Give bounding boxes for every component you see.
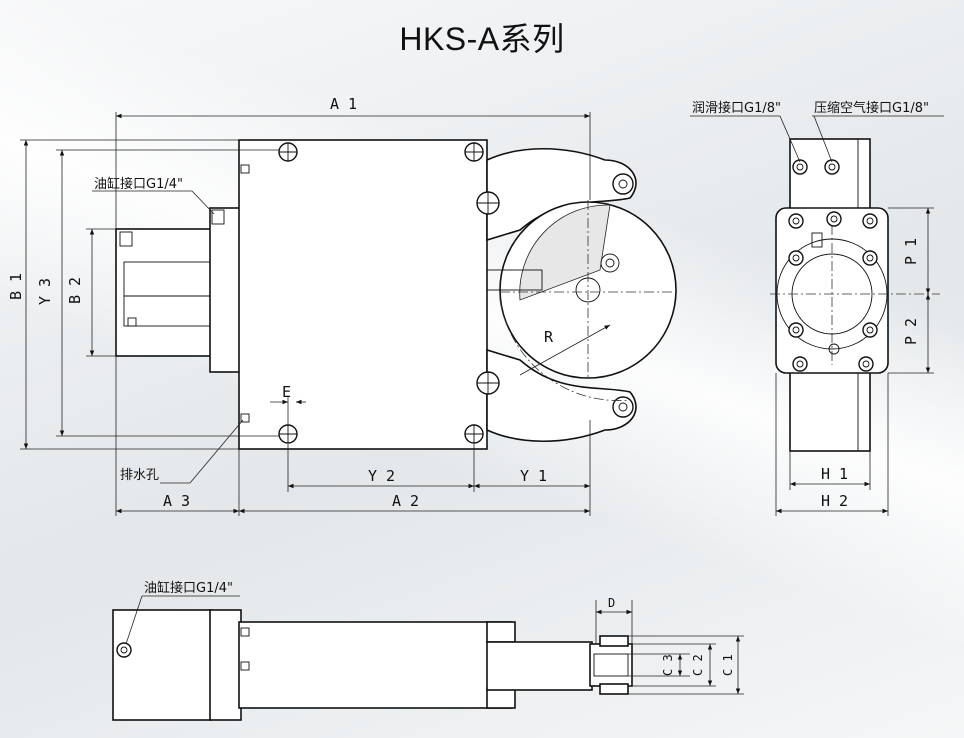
oil-port-fitting xyxy=(211,209,225,225)
label-b2: B 2 xyxy=(66,277,84,304)
top-view: D C 3 C 2 C 1 油缸接口G1/4" xyxy=(112,580,744,721)
label-y1: Y 1 xyxy=(520,467,547,485)
note-air-port: 压缩空气接口G1/8" xyxy=(814,100,929,116)
note-oil-port-top: 油缸接口G1/4" xyxy=(94,176,183,192)
note-drain-hole: 排水孔 xyxy=(120,468,159,483)
side-holes xyxy=(788,159,878,372)
main-body xyxy=(238,139,488,450)
page-title: HKS-A系列 xyxy=(399,21,565,57)
label-y3: Y 3 xyxy=(36,278,54,305)
label-b1: B 1 xyxy=(7,273,25,300)
label-e: E xyxy=(282,383,291,401)
label-c3: C 3 xyxy=(661,654,675,676)
label-h2: H 2 xyxy=(821,492,848,510)
top-arm xyxy=(486,641,593,691)
label-c1: C 1 xyxy=(721,654,735,676)
cylinder-end-block xyxy=(115,228,213,357)
cylinder-flange xyxy=(209,207,241,373)
top-body xyxy=(238,621,512,709)
label-r: R xyxy=(544,328,554,346)
note-lube-port: 润滑接口G1/8" xyxy=(692,100,781,116)
label-a3: A 3 xyxy=(163,492,190,510)
label-a1: A 1 xyxy=(330,95,357,113)
label-h1: H 1 xyxy=(821,465,848,483)
label-p1: P 1 xyxy=(902,238,920,265)
front-view: A 1 B 1 Y 3 B 2 E R Y 2 Y 1 xyxy=(7,95,680,516)
label-a2: A 2 xyxy=(392,492,419,510)
label-y2: Y 2 xyxy=(368,467,395,485)
label-c2: C 2 xyxy=(691,654,705,676)
top-cylinder-end xyxy=(112,609,212,721)
mount-holes xyxy=(278,142,500,444)
label-p2: P 2 xyxy=(902,318,920,345)
label-d: D xyxy=(608,596,615,610)
side-flange xyxy=(775,207,889,374)
note-oil-port-bottom: 油缸接口G1/4" xyxy=(144,580,233,596)
side-view: P 1 P 2 H 1 H 2 润滑接口G1/8" 压缩空气接口G1/8" xyxy=(690,100,944,516)
